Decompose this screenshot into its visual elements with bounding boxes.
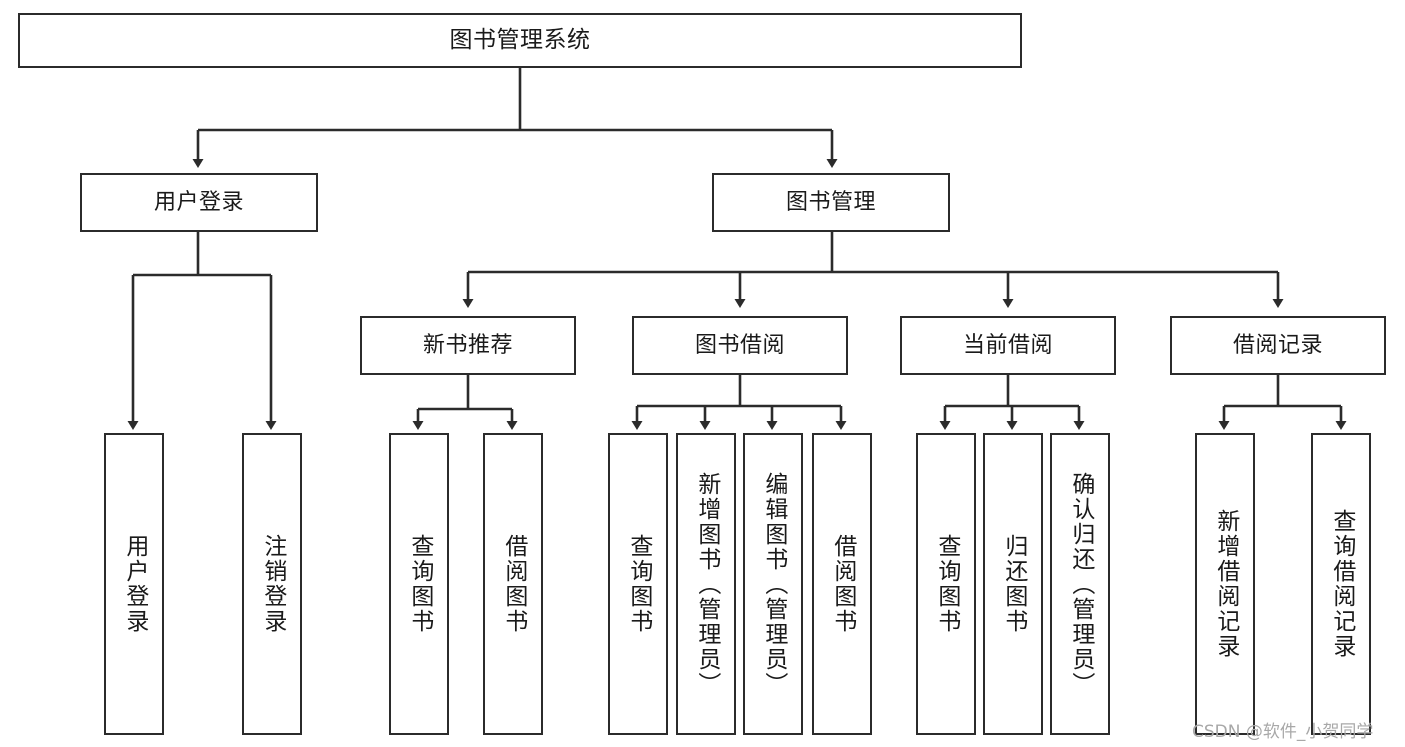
node-leaf-return-book[interactable]: 归还图书: [983, 433, 1043, 735]
node-new-book-recommend[interactable]: 新书推荐: [360, 316, 576, 375]
node-borrow-record[interactable]: 借阅记录: [1170, 316, 1386, 375]
node-leaf-confirm-return-label: 确认归还（管理员）: [1067, 471, 1094, 697]
node-leaf-borrow-book-1-label: 借阅图书: [500, 534, 527, 634]
node-root-label: 图书管理系统: [449, 26, 591, 53]
node-leaf-add-book-label: 新增图书（管理员）: [693, 471, 720, 697]
node-leaf-confirm-return[interactable]: 确认归还（管理员）: [1050, 433, 1110, 735]
node-root[interactable]: 图书管理系统: [18, 13, 1022, 68]
node-leaf-user-login[interactable]: 用户登录: [104, 433, 164, 735]
node-new-book-recommend-label: 新书推荐: [422, 332, 513, 358]
node-leaf-query-book-3[interactable]: 查询图书: [916, 433, 976, 735]
node-leaf-borrow-book-2[interactable]: 借阅图书: [812, 433, 872, 735]
node-leaf-query-book-1[interactable]: 查询图书: [389, 433, 449, 735]
node-leaf-add-book[interactable]: 新增图书（管理员）: [676, 433, 736, 735]
node-book-borrow[interactable]: 图书借阅: [632, 316, 848, 375]
node-borrow-record-label: 借阅记录: [1232, 332, 1323, 358]
node-leaf-edit-book[interactable]: 编辑图书（管理员）: [743, 433, 803, 735]
node-leaf-borrow-book-2-label: 借阅图书: [829, 534, 856, 634]
node-leaf-user-login-label: 用户登录: [121, 534, 148, 634]
csdn-watermark: CSDN @软件_小贺同学: [1192, 722, 1374, 742]
node-leaf-return-book-label: 归还图书: [1000, 534, 1027, 634]
node-current-borrow[interactable]: 当前借阅: [900, 316, 1116, 375]
node-leaf-borrow-book-1[interactable]: 借阅图书: [483, 433, 543, 735]
node-leaf-query-book-1-label: 查询图书: [406, 534, 433, 634]
node-leaf-logout-login-label: 注销登录: [259, 534, 286, 634]
node-book-manage-label: 图书管理: [785, 189, 876, 215]
node-user-login[interactable]: 用户登录: [80, 173, 318, 232]
node-leaf-query-record-label: 查询借阅记录: [1328, 509, 1355, 659]
node-book-manage[interactable]: 图书管理: [712, 173, 950, 232]
node-leaf-edit-book-label: 编辑图书（管理员）: [760, 471, 787, 697]
node-leaf-logout-login[interactable]: 注销登录: [242, 433, 302, 735]
node-leaf-query-record[interactable]: 查询借阅记录: [1311, 433, 1371, 735]
node-user-login-label: 用户登录: [153, 189, 244, 215]
node-leaf-query-book-2-label: 查询图书: [625, 534, 652, 634]
node-leaf-query-book-2[interactable]: 查询图书: [608, 433, 668, 735]
node-book-borrow-label: 图书借阅: [694, 332, 785, 358]
node-leaf-add-record-label: 新增借阅记录: [1212, 509, 1239, 659]
node-leaf-query-book-3-label: 查询图书: [933, 534, 960, 634]
node-leaf-add-record[interactable]: 新增借阅记录: [1195, 433, 1255, 735]
node-current-borrow-label: 当前借阅: [962, 332, 1053, 358]
